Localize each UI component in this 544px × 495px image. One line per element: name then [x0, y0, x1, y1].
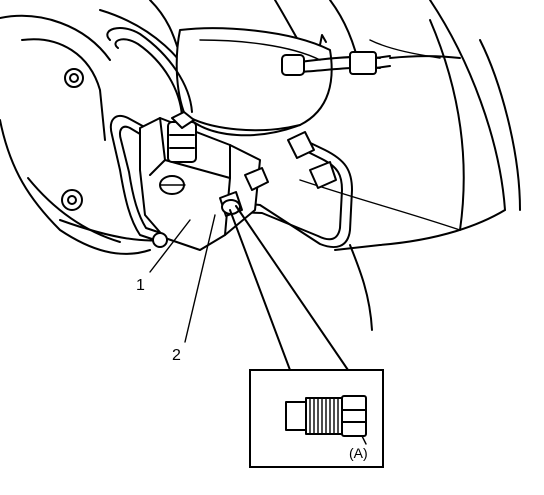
callout-a-label: (A): [349, 445, 368, 461]
pipe-fittings: [152, 131, 337, 248]
flare-nut-fitting: [285, 395, 367, 437]
detail-inset: (A): [249, 369, 384, 468]
upper-loop-hose: [106, 26, 193, 117]
left-brake-pipe: [109, 115, 159, 241]
valve-body: [139, 111, 261, 251]
body-panel-outlines: [0, 0, 521, 331]
callout-2-label: 2: [172, 347, 181, 364]
leader-lines: [149, 205, 349, 371]
sensor-cable: [281, 34, 461, 76]
callout-1-label: 1: [136, 277, 145, 294]
mounting-bolts: [61, 68, 84, 211]
reservoir-tank: [175, 27, 333, 137]
